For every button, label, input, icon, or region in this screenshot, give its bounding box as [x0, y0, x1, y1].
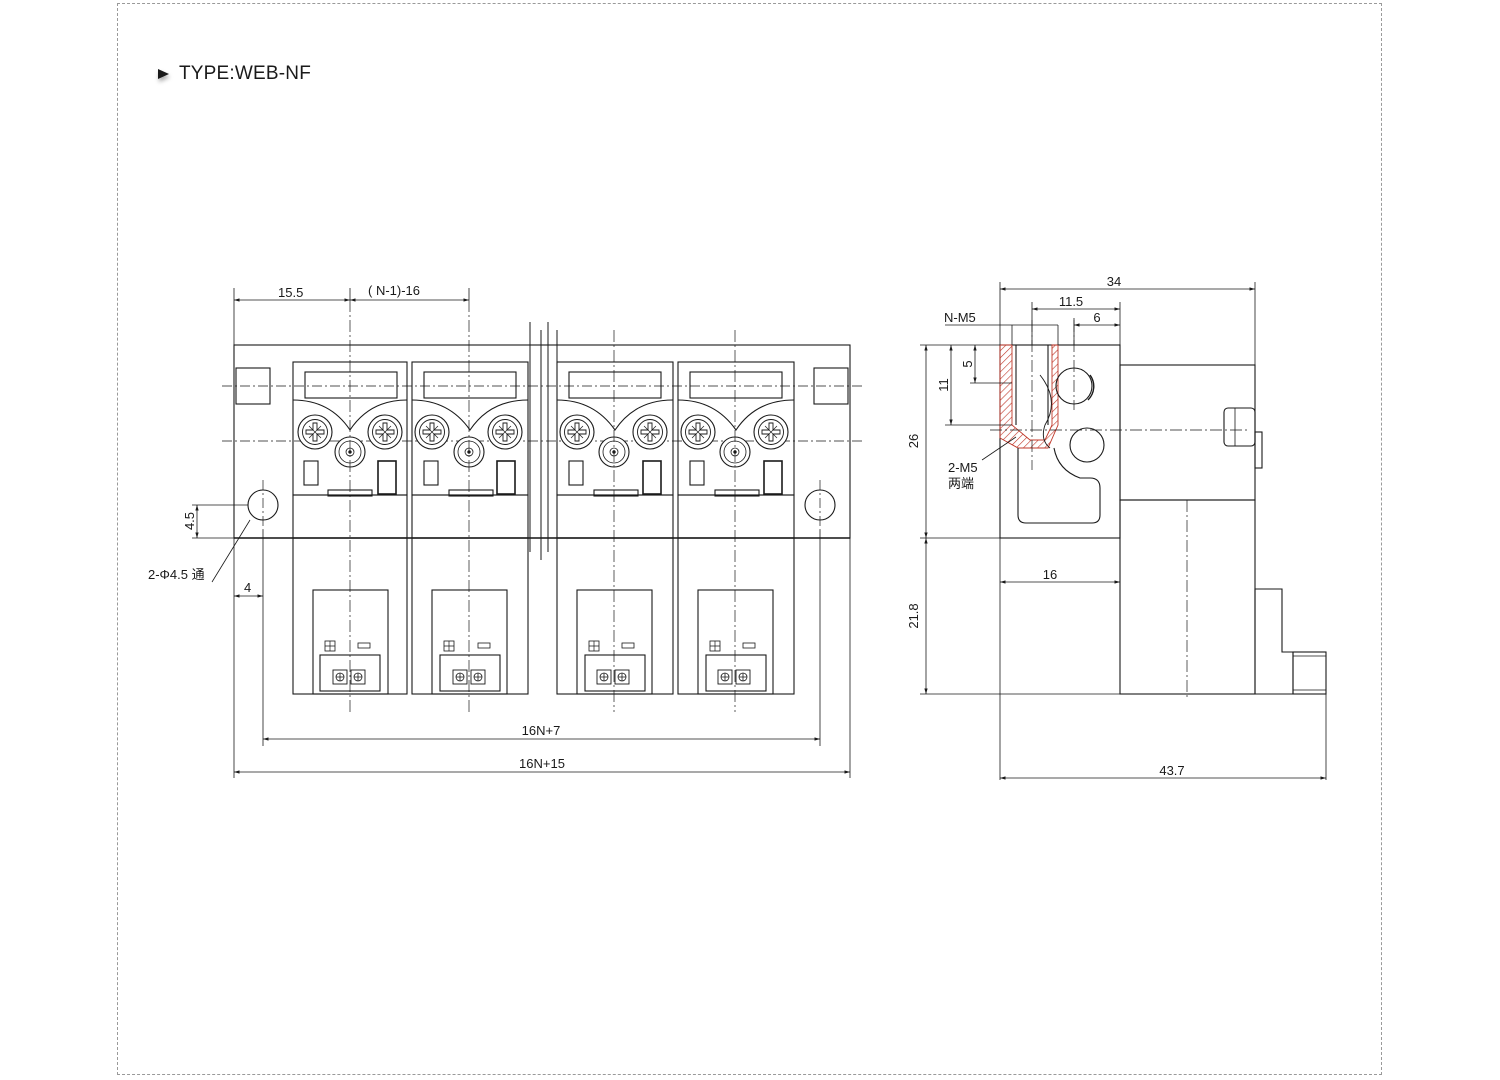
dim-side-11: 11	[936, 378, 951, 392]
dim-side-5: 5	[960, 360, 975, 367]
dim-side-11-5: 11.5	[1059, 294, 1083, 309]
dim-side-21-8: 21.8	[906, 603, 921, 628]
dim-pitch-left: 15.5	[278, 285, 303, 300]
valve-station	[556, 361, 674, 695]
port-label: N-M5	[944, 310, 976, 325]
play-arrow-icon	[158, 69, 169, 79]
page-title: TYPE:WEB-NF	[179, 63, 312, 84]
dim-side-43-7: 43.7	[1159, 763, 1184, 778]
dim-hole-height: 4.5	[182, 512, 197, 530]
dim-side-width: 34	[1107, 274, 1121, 289]
end-port-note: 两端	[948, 476, 974, 491]
front-view-dimensions	[192, 288, 851, 778]
dim-side-6: 6	[1093, 310, 1100, 325]
side-internal-passage	[1017, 447, 1101, 524]
dim-total-length: 16N+15	[519, 756, 565, 771]
side-connector	[1254, 588, 1294, 695]
end-port-label: 2-M5	[948, 460, 978, 475]
dim-side-26: 26	[906, 434, 921, 448]
dim-side-16: 16	[1043, 567, 1057, 582]
title-row: TYPE:WEB-NF	[158, 62, 311, 86]
valve-station	[677, 361, 795, 695]
dim-inner-length: 16N+7	[522, 723, 561, 738]
side-valve-body	[1119, 499, 1256, 695]
valve-station	[411, 361, 529, 695]
dim-pitch-n: ( N-1)-16	[368, 283, 420, 298]
side-view	[990, 320, 1327, 700]
port-section-hatch	[999, 344, 1059, 449]
drawing-frame	[117, 3, 1382, 1075]
front-view	[222, 300, 862, 712]
side-view-dimensions	[920, 282, 1327, 780]
dim-hole-label: 2-Φ4.5 通	[148, 567, 205, 582]
dim-hole-offset: 4	[244, 580, 251, 595]
